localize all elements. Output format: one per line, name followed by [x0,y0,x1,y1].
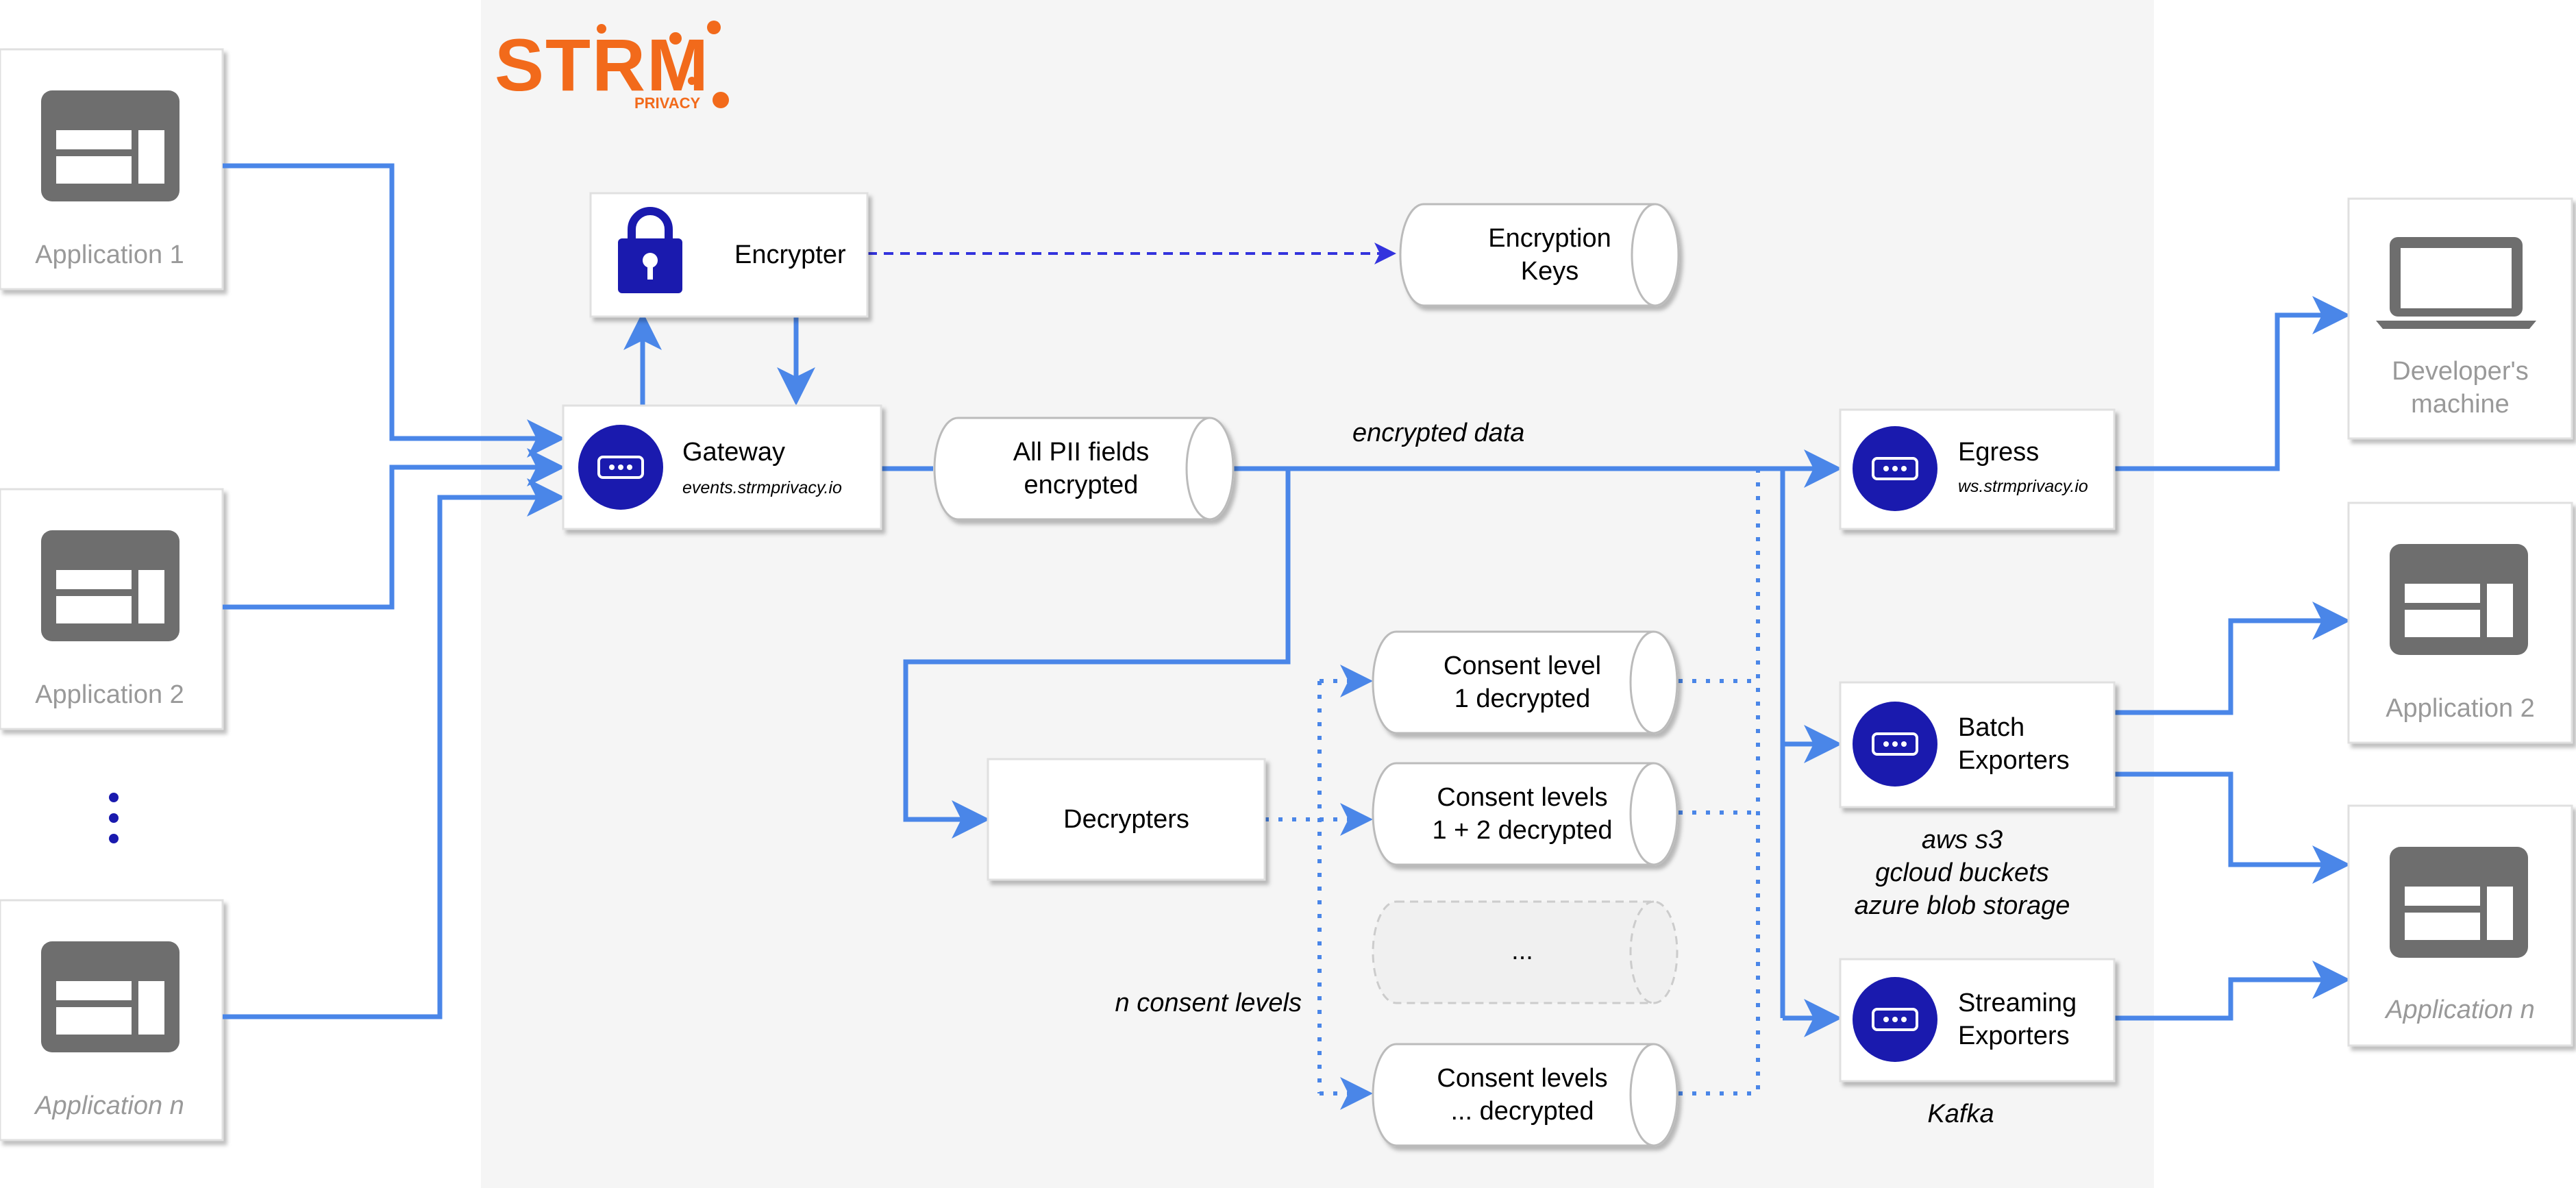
batch-target: gcloud buckets [1875,858,2049,887]
consent-line1: ... [1511,937,1533,965]
destination-line1: Application n [2384,995,2535,1024]
gateway-sub: events.strmprivacy.io [682,478,842,497]
keys-line1: Encryption [1488,224,1611,253]
app-window-icon [41,530,179,641]
consent-line1: Consent levels [1437,1064,1607,1093]
streaming-line2: Exporters [1958,1022,2070,1050]
destination-line2: machine [2411,390,2510,419]
keys-line2: Keys [1521,257,1578,286]
source-application-1: Application 1 [0,48,224,290]
pii-line2: encrypted [1024,471,1139,499]
consent-store-2: Consent levels 1 + 2 decrypted [1372,762,1679,866]
streaming-exporters-box: Streaming Exporters [1839,958,2116,1082]
source-label: Application n [34,1091,184,1120]
app-window-icon [41,941,179,1052]
source-application-2: Application 2 [0,488,224,730]
destination-line1: Developer's [2392,357,2528,386]
batch-exporters-box: Batch Exporters [1839,681,2116,808]
vertical-ellipsis [109,793,119,843]
encrypter-label: Encrypter [734,240,846,269]
app-window-icon [41,90,179,201]
app-window-icon [2390,847,2528,958]
batch-line1: Batch [1958,713,2024,742]
dots-icon [1853,426,1937,511]
source-application-n: Application n [0,899,224,1141]
source-label: Application 2 [35,680,184,709]
consent-line1: Consent levels [1437,783,1607,812]
encrypted-data-label: encrypted data [1352,419,1524,447]
egress-label: Egress [1958,438,2039,467]
gateway-box: Gateway events.strmprivacy.io [562,404,882,530]
n-consent-levels-label: n consent levels [1115,989,1302,1017]
decrypters-label: Decrypters [1063,805,1189,834]
source-label: Application 1 [35,240,184,269]
dots-icon [1853,702,1937,787]
consent-line2: 1 decrypted [1454,684,1591,713]
consent-line2: ... decrypted [1450,1097,1594,1126]
decrypters-box: Decrypters [987,758,1266,881]
egress-box: Egress ws.strmprivacy.io [1839,408,2116,530]
dotted-connectors [1265,469,1760,1110]
batch-line2: Exporters [1958,746,2070,775]
batch-target: azure blob storage [1855,891,2070,920]
pii-encrypted-store: All PII fields encrypted [933,417,1235,521]
lock-icon [618,207,682,293]
logo-sub: PRIVACY [634,95,700,112]
laptop-icon [2376,237,2536,329]
consent-line1: Consent level [1444,652,1601,680]
consent-store-n: Consent levels ... decrypted [1372,1043,1679,1147]
streaming-line1: Streaming [1958,989,2077,1017]
connectors [223,163,2351,1037]
dots-icon [1853,977,1937,1062]
encryption-keys-store: Encryption Keys [1399,203,1680,307]
destination-application-2: Application 2 [2347,502,2573,744]
pii-line1: All PII fields [1013,438,1150,467]
encrypter-box: Encrypter [589,192,869,318]
dots-icon [578,425,663,510]
developer-machine: Developer's machine [2347,197,2573,440]
app-window-icon [2390,544,2528,655]
consent-store-1: Consent level 1 decrypted [1372,630,1679,734]
destination-application-n: Application n [2347,804,2573,1047]
batch-target: aws s3 [1922,826,2003,854]
egress-sub: ws.strmprivacy.io [1958,477,2088,496]
consent-store-ellipsis: ... [1372,900,1679,1004]
strm-logo: STRM PRIVACY [495,21,729,112]
streaming-target: Kafka [1927,1100,1994,1128]
destination-line1: Application 2 [2386,694,2535,723]
gateway-label: Gateway [682,438,785,467]
consent-line2: 1 + 2 decrypted [1432,816,1612,845]
